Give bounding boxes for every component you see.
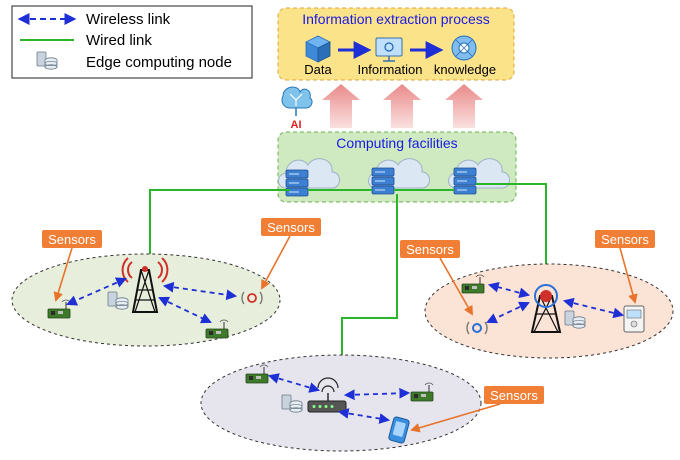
sensors-tag-5 <box>484 386 544 404</box>
server-stack-icon-3 <box>453 167 477 195</box>
legend-wireless-label: Wireless link <box>86 11 171 28</box>
sensors-tag-2 <box>261 218 321 236</box>
knowledge-brain-icon <box>451 35 477 61</box>
right-radio-sensor-icon <box>466 321 488 335</box>
up-arrow-1 <box>322 84 360 128</box>
step-knowledge-label: knowledge <box>434 62 496 77</box>
wired-link-left <box>149 189 290 262</box>
sensors-tag-5-label: Sensors <box>490 388 538 403</box>
sensors-tag-1 <box>42 230 102 248</box>
sensor-tags: Sensors Sensors Sensors Sensors Sensors <box>42 218 655 433</box>
computing-title: Computing facilities <box>336 135 457 151</box>
up-arrow-2 <box>383 84 421 128</box>
left-cell-tower <box>121 257 169 313</box>
right-smart-meter-icon <box>623 305 645 333</box>
sensors-tag-3-pointer <box>439 257 473 316</box>
sensors-tag-4-label: Sensors <box>601 232 649 247</box>
information-monitor-icon <box>375 37 403 62</box>
ai-label: AI <box>291 119 302 131</box>
sensors-tag-1-label: Sensors <box>48 232 96 247</box>
region-right <box>424 263 674 359</box>
bottom-tablet-sensor-icon <box>388 416 410 444</box>
information-extraction-panel: Information extraction process Data Info… <box>277 7 515 81</box>
server-stack-icon-1 <box>285 169 309 197</box>
sensors-tag-4-pointer <box>619 247 638 304</box>
left-wireless-links <box>66 277 238 324</box>
right-cell-tower <box>530 284 562 333</box>
sensors-tag-5-pointer <box>410 403 501 433</box>
sensors-tag-2-label: Sensors <box>267 220 315 235</box>
left-radio-sensor-icon <box>241 291 263 305</box>
data-cube-icon <box>305 35 331 63</box>
bottom-wireless-links <box>267 373 411 424</box>
sensors-tag-3 <box>400 240 460 258</box>
up-arrow-3 <box>445 84 483 128</box>
computing-facilities-panel: Computing facilities <box>277 131 517 203</box>
upward-arrows <box>322 84 483 128</box>
step-information-label: Information <box>357 62 422 77</box>
server-stack-icon-2 <box>371 167 395 195</box>
router-icon <box>307 377 347 413</box>
sensors-tag-3-label: Sensors <box>406 242 454 257</box>
legend-wired-label: Wired link <box>86 32 152 49</box>
wired-link-right <box>476 183 547 292</box>
legend-edge-node-label: Edge computing node <box>86 54 232 71</box>
extraction-title: Information extraction process <box>302 11 490 27</box>
ai-brain-icon <box>281 86 313 116</box>
right-wireless-links <box>486 281 625 324</box>
legend: Wireless link Wired link Edge computing … <box>11 5 253 79</box>
sensors-tag-2-pointer <box>261 235 291 290</box>
sensors-tag-1-pointer <box>53 247 73 302</box>
sensors-tag-4 <box>595 230 655 248</box>
step-data-label: Data <box>304 62 332 77</box>
